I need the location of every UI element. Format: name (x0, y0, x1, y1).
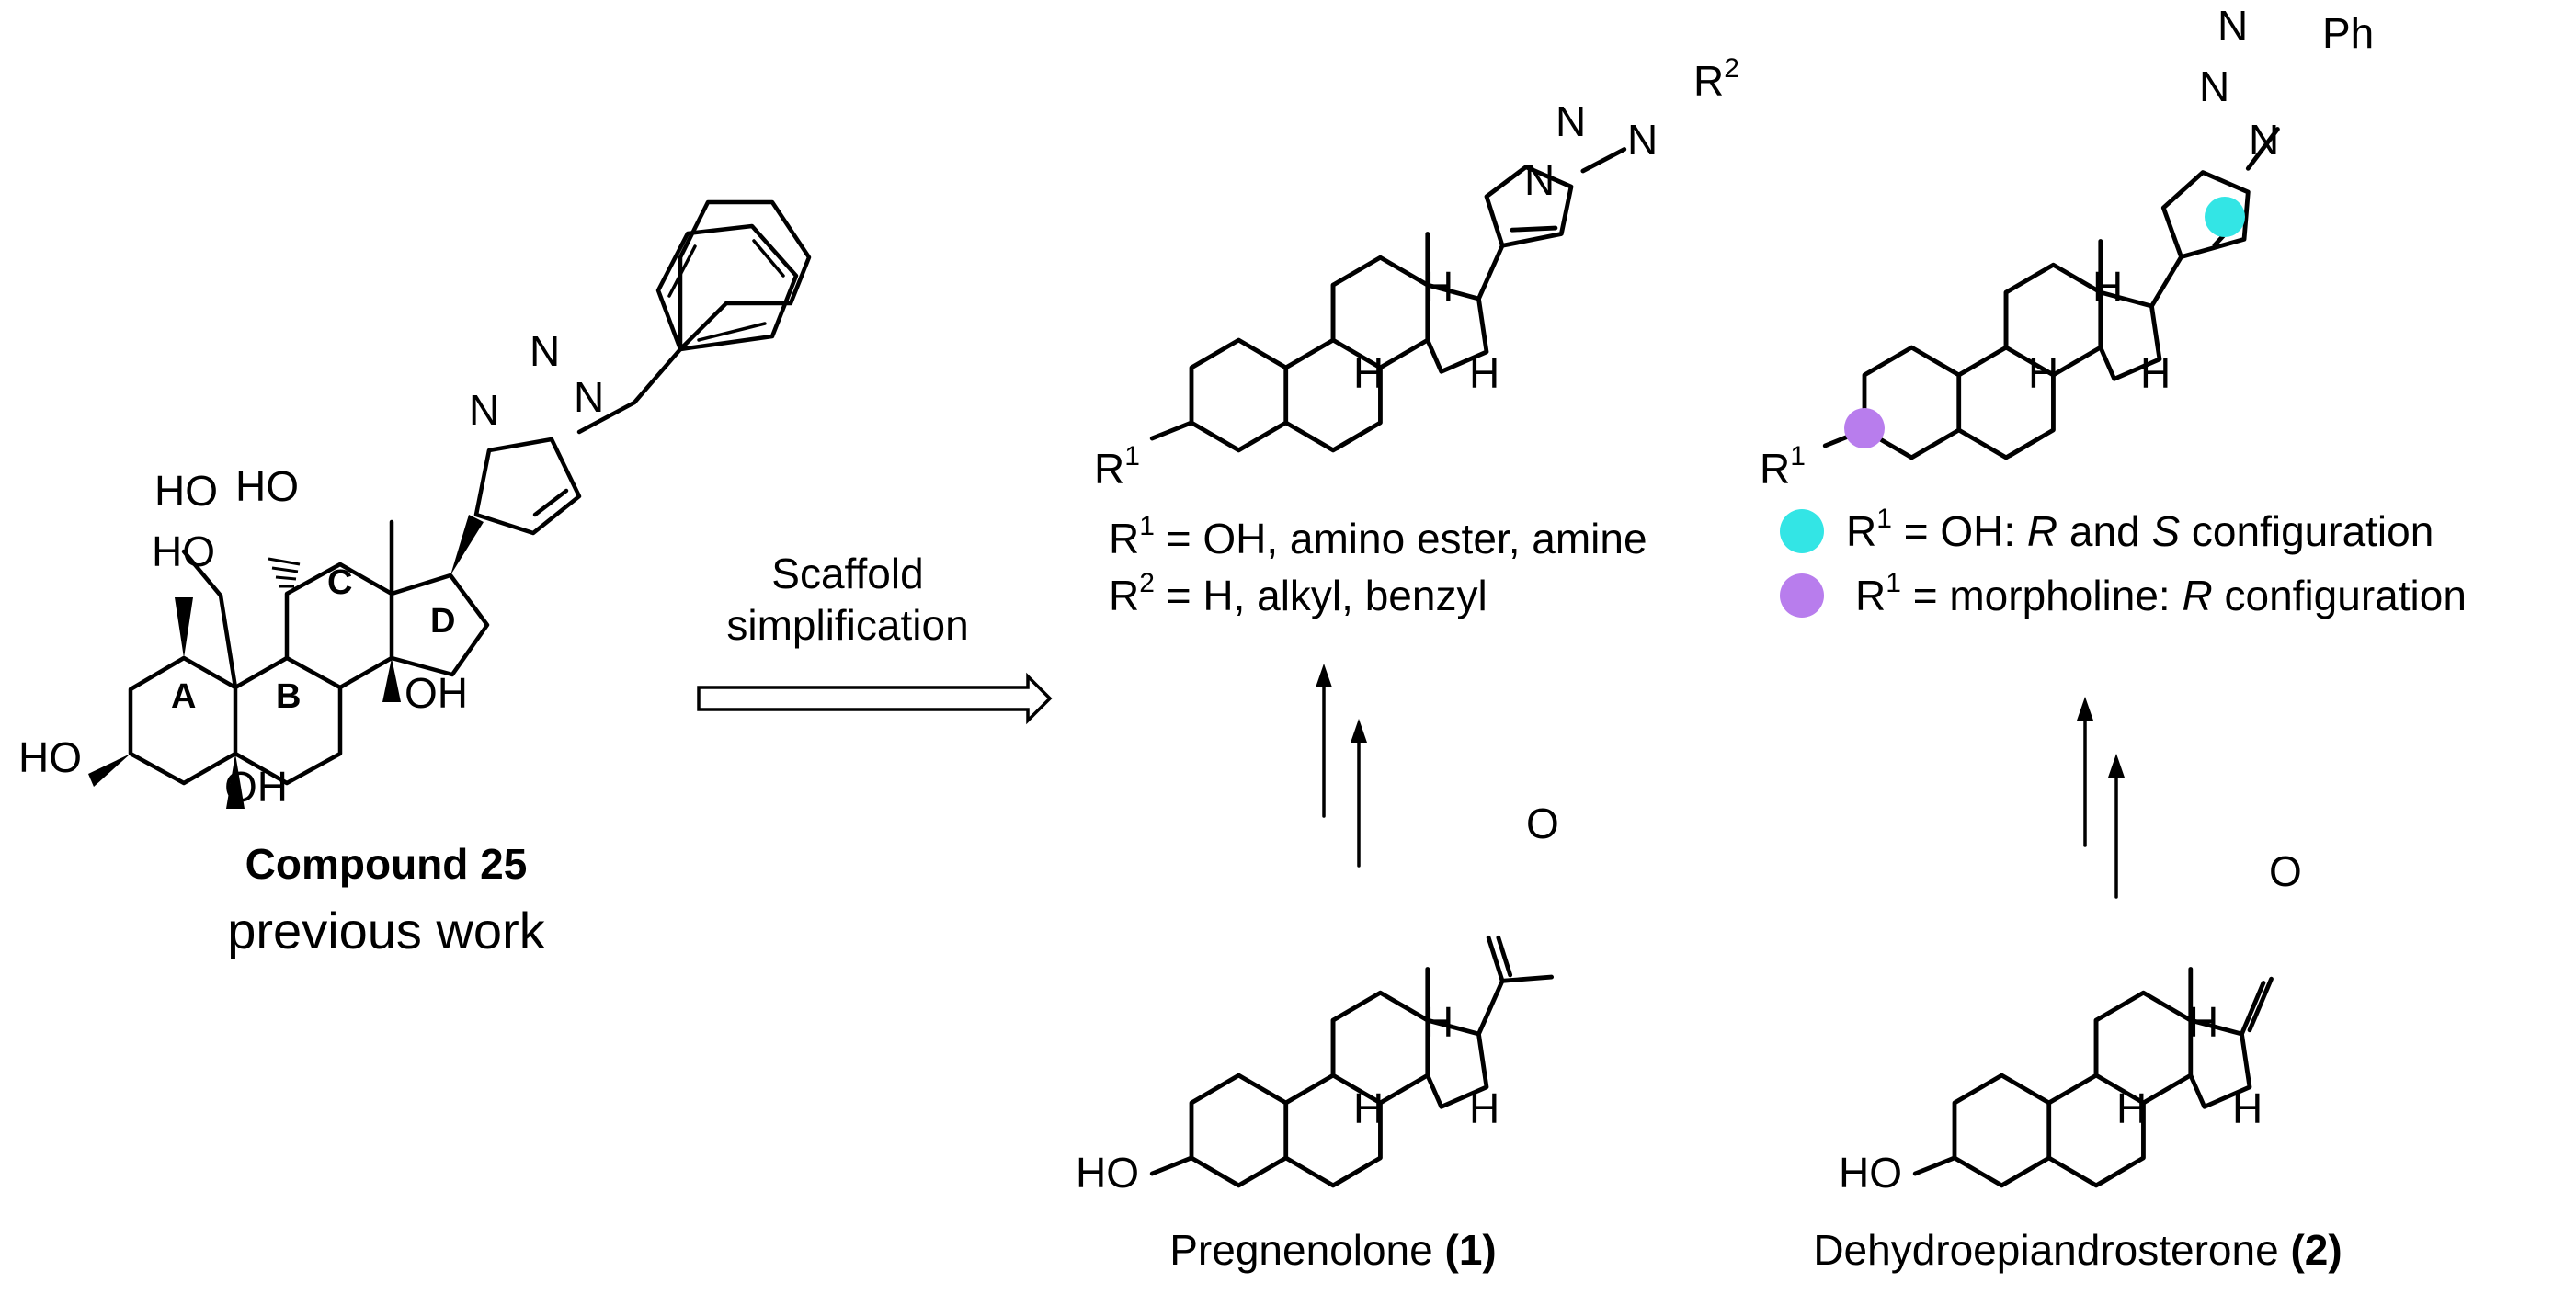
stereocenter-c3-marker (1844, 408, 1885, 448)
preg-h-1: H (1423, 998, 1453, 1046)
series1-structure (1149, 147, 1627, 449)
pregnenolone-structure (1149, 935, 1555, 1186)
s1-r2-definition: R2 = H, alkyl, benzyl (1109, 568, 1487, 619)
s2-r1-atom: R1 (1760, 441, 1806, 493)
simplification-arrow (697, 672, 1053, 725)
legend-marker-purple (1780, 573, 1824, 618)
s1-h-1: H (1423, 263, 1453, 311)
s1-h-2: H (1353, 349, 1384, 397)
s2-h-2: H (2028, 349, 2058, 397)
s2-n-3: N (2249, 116, 2279, 164)
s1-h-3: H (1469, 349, 1499, 397)
s1-n-2: N (1556, 97, 1586, 145)
legend-entry-oh: R1 = OH: R and S configuration (1846, 504, 2434, 555)
dhea-h-2: H (2116, 1084, 2147, 1132)
ring-label-b: B (276, 677, 301, 716)
preg-o: O (1526, 800, 1559, 847)
ring-label-a: A (171, 677, 196, 716)
preg-h-2: H (1353, 1084, 1384, 1132)
arrow-dhea-to-series2 (2077, 697, 2125, 899)
c25-oh-2: OH (405, 669, 468, 717)
s1-r1-atom: R1 (1094, 441, 1140, 493)
compound-25-name: Compound 25 (245, 840, 528, 888)
compound-25-subtitle: previous work (227, 902, 545, 959)
dhea-ho: HO (1839, 1149, 1902, 1197)
pregnenolone-label: Pregnenolone (1) (1169, 1226, 1496, 1274)
s1-n-1: N (1524, 156, 1555, 204)
dhea-structure (1912, 967, 2274, 1185)
dhea-o: O (2269, 847, 2302, 895)
c25-ho-4: HO (18, 733, 82, 781)
ring-label-c: C (327, 563, 352, 602)
legend-marker-cyan (1780, 509, 1824, 553)
c25-oh-1: OH (224, 763, 288, 811)
s2-h-3: H (2140, 349, 2171, 397)
ring-label-d: D (430, 602, 455, 641)
c25-ho-1: HO (154, 467, 218, 515)
c25-ho-2: HO (152, 528, 215, 575)
s2-n-2: N (2217, 2, 2248, 50)
dhea-h-3: H (2232, 1084, 2263, 1132)
arrow-pregnenolone-to-series1 (1316, 664, 1367, 868)
arrow-label-line1: Scaffold (771, 550, 923, 597)
preg-h-3: H (1469, 1084, 1499, 1132)
stereocenter-c17-marker (2205, 197, 2245, 237)
dhea-h-1: H (2188, 998, 2218, 1046)
s1-r1-definition: R1 = OH, amino ester, amine (1109, 511, 1647, 562)
series2-structure (1822, 127, 2280, 457)
s1-n-3: N (1627, 116, 1658, 164)
s2-n-1: N (2199, 62, 2229, 110)
s1-r2-atom: R2 (1693, 53, 1739, 105)
compound-25-structure (88, 199, 812, 809)
preg-ho: HO (1076, 1149, 1139, 1197)
c25-n-3: N (574, 373, 604, 421)
arrow-label-line2: simplification (726, 601, 968, 649)
legend-entry-morpholine: R1 = morpholine: R configuration (1855, 568, 2467, 619)
c25-n-1: N (469, 386, 499, 434)
s2-ph-atom: Ph (2322, 9, 2374, 57)
c25-ho-3: HO (235, 462, 299, 510)
s2-h-1: H (2092, 263, 2123, 311)
c25-n-2: N (530, 327, 560, 375)
dhea-label: Dehydroepiandrosterone (2) (1813, 1226, 2342, 1274)
